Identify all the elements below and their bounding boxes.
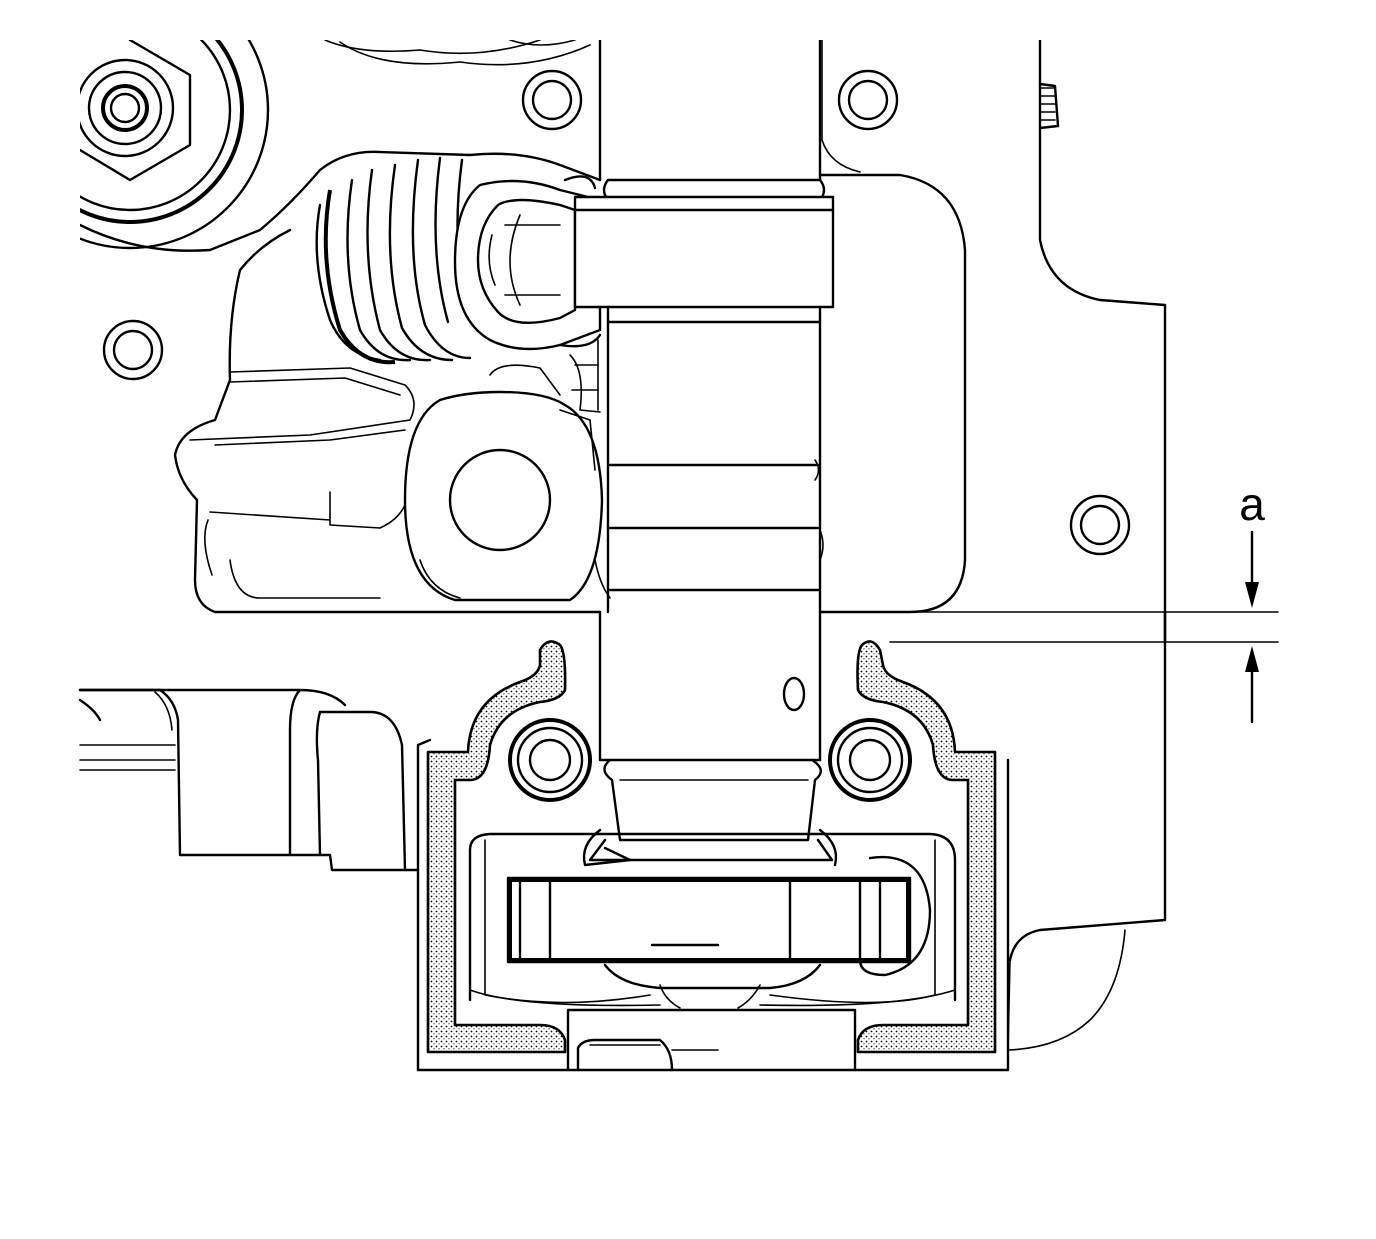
lower-bolt-hole-left [508,718,592,802]
clearance-dimension: a [889,478,1279,724]
valve-spring [315,156,602,365]
oil-hole [782,676,806,712]
lower-bearing-housing [416,610,1010,1072]
camshaft-lobe [506,876,912,964]
housing-bolt-holes [102,69,1131,556]
valve-lifter-column [573,178,835,614]
rocker-roller [403,339,611,602]
gasket-seal-left [426,640,567,1054]
lower-block [78,688,420,872]
dimension-label-a: a [1239,478,1265,530]
gasket-seal-right [856,640,997,1054]
lower-bolt-hole-right [828,718,912,802]
